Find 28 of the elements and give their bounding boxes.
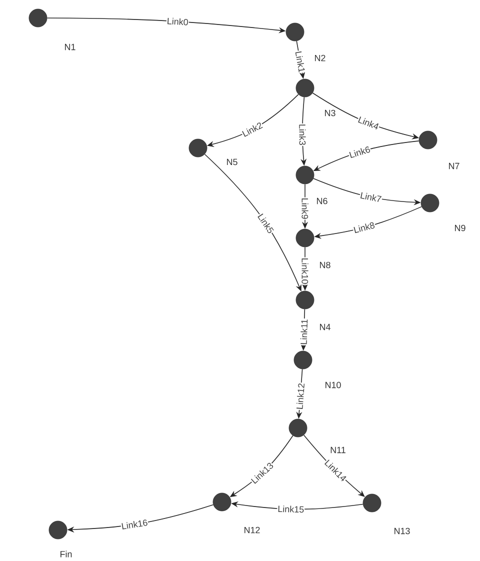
node-label: N5 bbox=[227, 158, 238, 166]
edge-label: Link4 bbox=[358, 116, 379, 130]
edge-label: Link16 bbox=[122, 520, 148, 530]
node-label: N9 bbox=[455, 224, 466, 232]
node-label: N12 bbox=[244, 526, 260, 534]
node-label: N6 bbox=[317, 198, 328, 204]
node-label: Fin bbox=[60, 550, 72, 558]
node-label: N2 bbox=[315, 54, 326, 62]
edge-label: Link10 bbox=[302, 258, 308, 284]
edge-label: Link2 bbox=[242, 122, 263, 137]
node-label: N10 bbox=[326, 382, 341, 388]
edge-label: Link15 bbox=[278, 506, 304, 513]
edge-label: Link6 bbox=[349, 146, 370, 158]
edge-label: Link11 bbox=[300, 320, 308, 344]
edge-label: Link12 bbox=[296, 384, 304, 409]
edge-label: Link1 bbox=[295, 51, 305, 72]
node-label: N1 bbox=[65, 44, 76, 50]
edge-label: Link3 bbox=[299, 124, 306, 145]
node-label: N13 bbox=[394, 528, 410, 534]
node-label: N4 bbox=[320, 324, 330, 330]
node-label: N7 bbox=[449, 162, 460, 170]
edge-label: Link0 bbox=[167, 18, 188, 26]
node-label: N11 bbox=[330, 446, 346, 454]
edge-label: Link9 bbox=[302, 198, 308, 219]
node-label: N8 bbox=[320, 262, 330, 268]
edge-label: Link8 bbox=[354, 222, 375, 234]
node-label: N3 bbox=[325, 110, 336, 116]
edge-label: Link7 bbox=[360, 192, 382, 202]
